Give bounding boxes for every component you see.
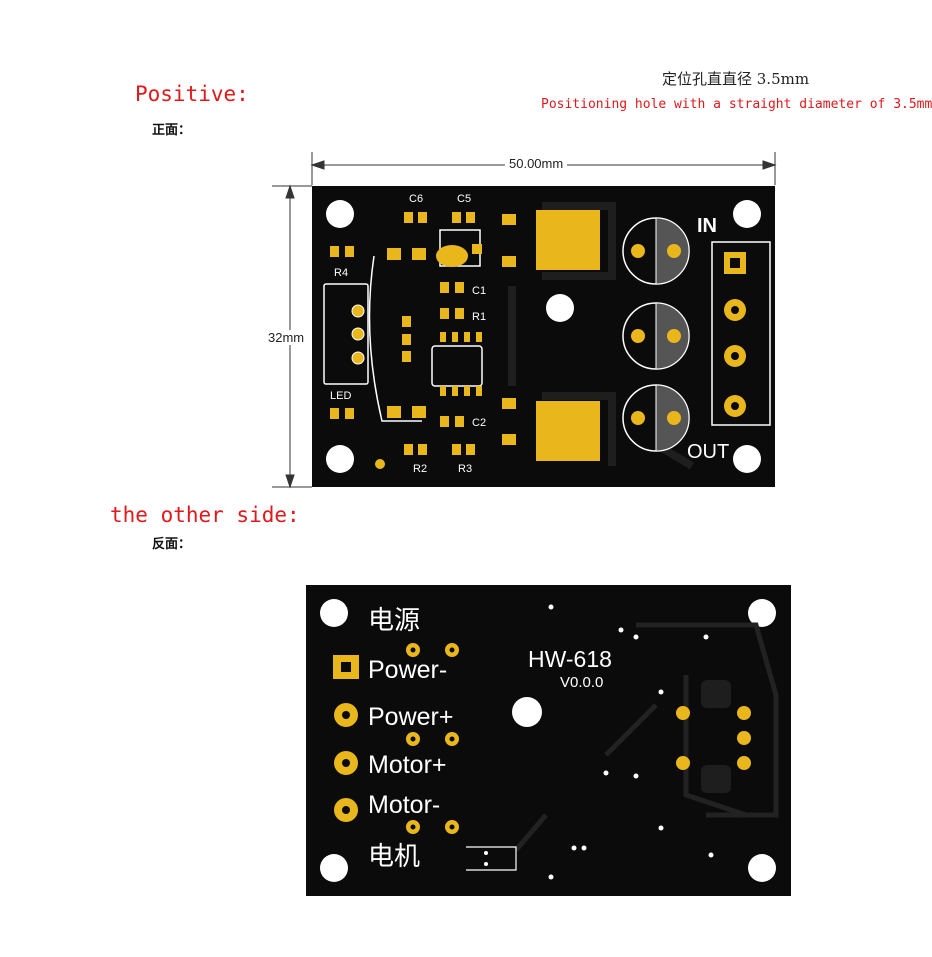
mounting-hole: [320, 599, 348, 627]
silk-r4: R4: [334, 267, 348, 279]
back-heading: the other side:: [110, 503, 300, 527]
silk-power-cn: 电源: [368, 605, 420, 635]
hole-note-en: Positioning hole with a straight diamete…: [541, 97, 932, 112]
mounting-hole: [326, 200, 354, 228]
silk-power-plus: Power+: [368, 703, 453, 731]
silk-in: IN: [697, 215, 717, 237]
silk-c2: C2: [472, 417, 486, 429]
mounting-hole: [733, 200, 761, 228]
silk-motor-cn: 电机: [368, 841, 420, 871]
silk-out: OUT: [687, 441, 729, 463]
back-heading-cn: 反面：: [152, 537, 192, 552]
mounting-hole: [326, 445, 354, 473]
hole-note-cn: 定位孔直直径 3.5mm: [662, 70, 810, 88]
mounting-hole: [512, 697, 542, 727]
silk-r1: R1: [472, 311, 486, 323]
silk-c1: C1: [472, 285, 486, 297]
silk-version: V0.0.0: [560, 674, 603, 691]
front-heading: Positive:: [135, 82, 249, 106]
silk-c6: C6: [409, 193, 423, 205]
mounting-hole: [733, 445, 761, 473]
silk-power-minus: Power-: [368, 656, 447, 684]
mounting-hole: [546, 294, 574, 322]
silk-model: HW-618: [528, 646, 612, 672]
back-pcb-board: 电源 Power- Power+ Motor+ Motor- 电机 HW-618…: [306, 585, 791, 896]
silk-c5: C5: [457, 193, 471, 205]
silk-r2: R2: [413, 463, 427, 475]
front-heading-cn: 正面：: [152, 123, 192, 138]
width-dimension-label: 50.00mm: [505, 156, 568, 171]
silk-led: LED: [330, 390, 351, 402]
mounting-hole: [748, 599, 776, 627]
silk-r3: R3: [458, 463, 472, 475]
mounting-hole: [748, 854, 776, 882]
silk-motor-minus: Motor-: [368, 791, 440, 819]
front-pcb-board: C6 C5 R4 C1 R1 LED C2 R2 R3 IN OUT: [312, 186, 775, 487]
mounting-hole: [320, 854, 348, 882]
silk-motor-plus: Motor+: [368, 751, 447, 779]
height-dimension-label: 32mm: [268, 330, 305, 345]
